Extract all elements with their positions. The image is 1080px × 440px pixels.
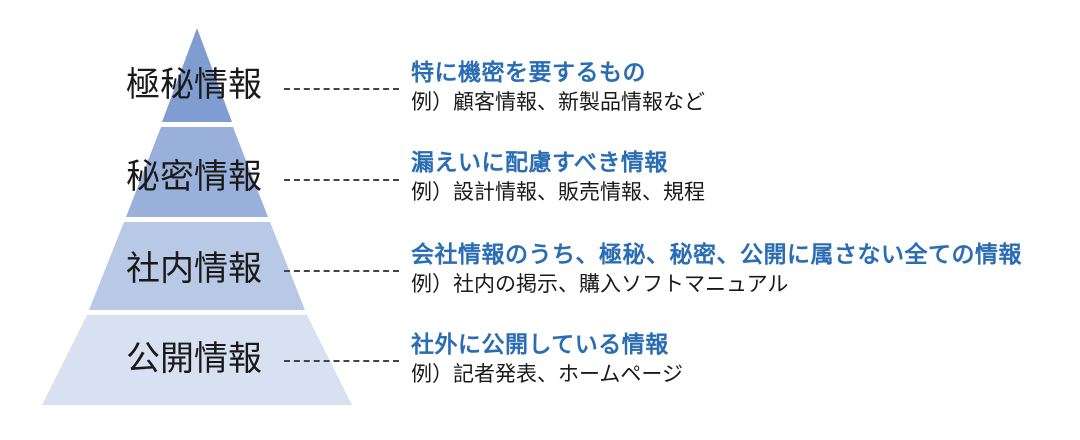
description-public: 社外に公開している情報 例）記者発表、ホームページ (411, 330, 683, 388)
description-top-secret: 特に機密を要するもの 例）顧客情報、新製品情報など (411, 58, 705, 116)
pyramid-tier-bottom (42, 315, 352, 405)
level-label-public: 公開情報 (126, 339, 262, 379)
connector-line-3 (284, 270, 399, 272)
level-label-confidential: 秘密情報 (126, 157, 262, 197)
description-title: 社外に公開している情報 (411, 332, 669, 358)
description-internal: 会社情報のうち、極秘、秘密、公開に属さない全ての情報 例）社内の掲示、購入ソフト… (411, 240, 1022, 298)
connector-line-4 (284, 360, 399, 362)
description-title: 会社情報のうち、極秘、秘密、公開に属さない全ての情報 (411, 242, 1022, 268)
pyramid-tier-3 (89, 222, 305, 310)
description-title: 特に機密を要するもの (411, 60, 646, 86)
connector-line-1 (284, 88, 399, 90)
connector-line-2 (284, 179, 399, 181)
description-example: 例）顧客情報、新製品情報など (411, 90, 705, 114)
level-label-top-secret: 極秘情報 (126, 65, 262, 105)
pyramid-tier-2 (126, 127, 268, 217)
description-title: 漏えいに配慮すべき情報 (411, 150, 668, 176)
pyramid-tier-top (162, 28, 232, 122)
description-example: 例）社内の掲示、購入ソフトマニュアル (411, 272, 789, 296)
description-example: 例）設計情報、販売情報、規程 (411, 180, 705, 204)
level-label-internal: 社内情報 (126, 249, 262, 289)
description-example: 例）記者発表、ホームページ (411, 362, 683, 386)
description-confidential: 漏えいに配慮すべき情報 例）設計情報、販売情報、規程 (411, 148, 705, 206)
